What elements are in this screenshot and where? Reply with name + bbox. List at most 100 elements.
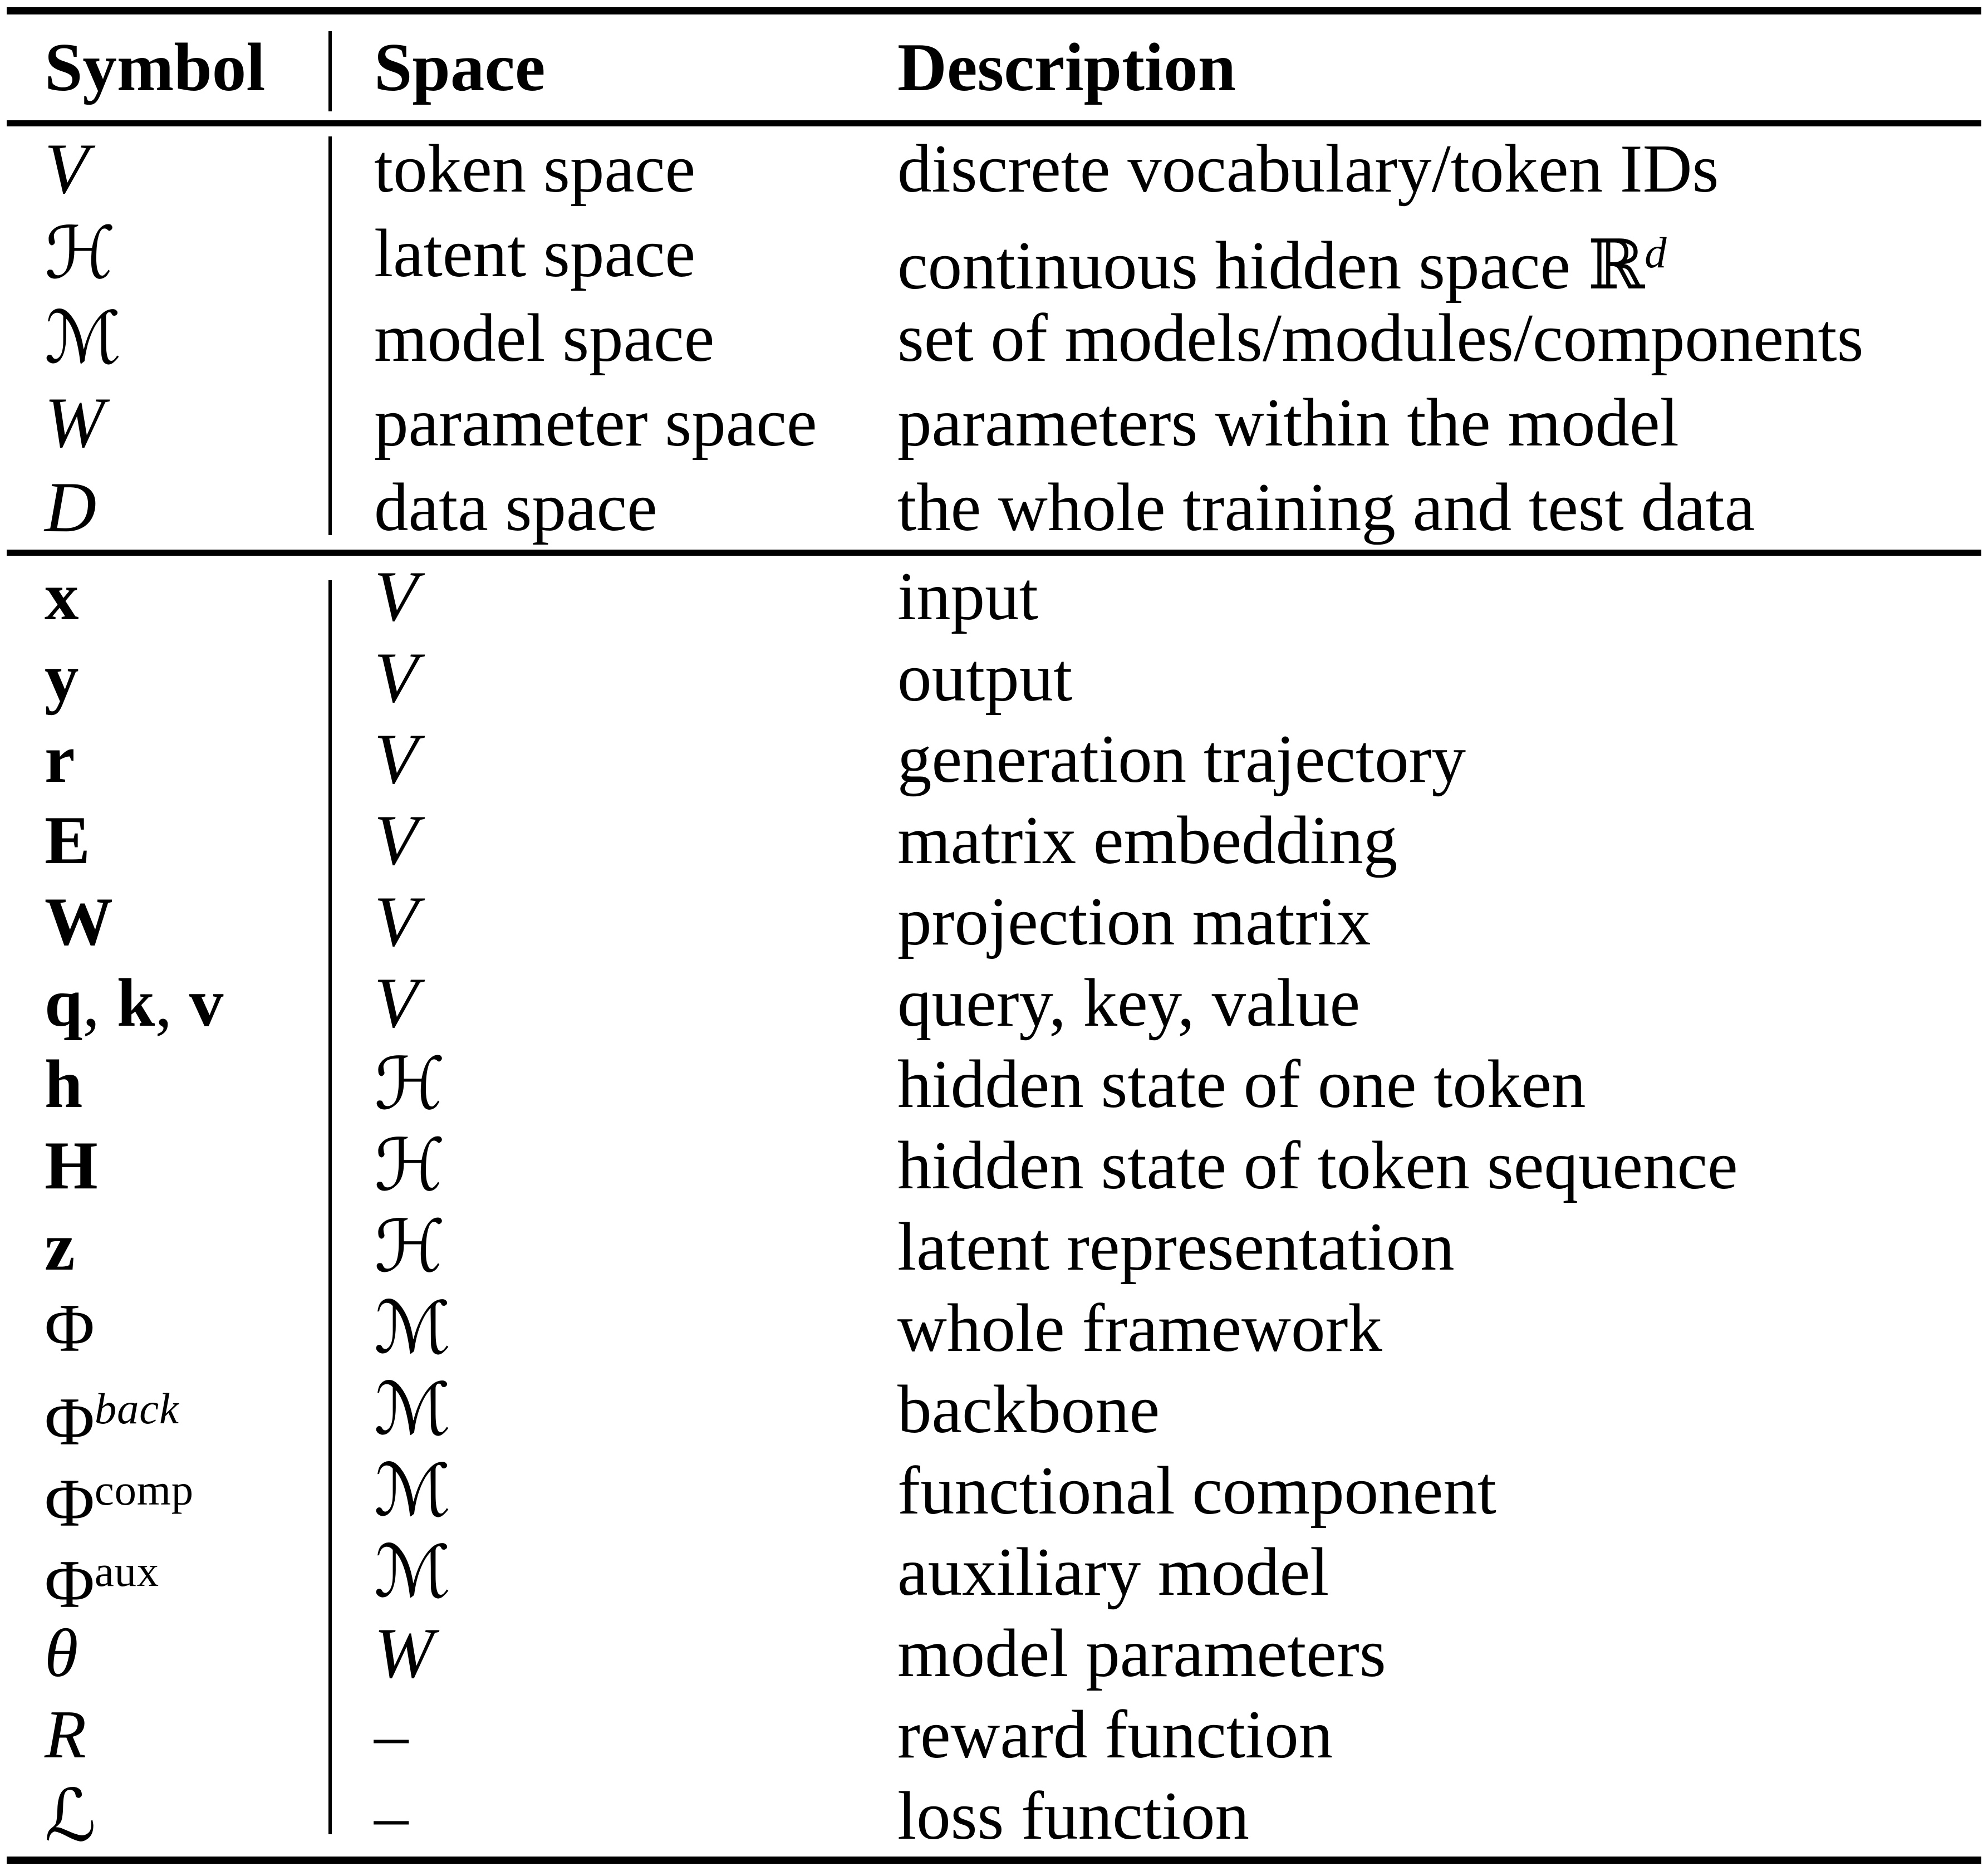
text-segment: functional component xyxy=(897,1452,1496,1529)
text-segment: q xyxy=(45,964,83,1041)
text-segment: x xyxy=(45,558,79,634)
text-segment: r xyxy=(45,721,75,797)
text-segment: back xyxy=(94,1385,179,1433)
table-row: Φcomp ℳ functional component xyxy=(0,1450,1988,1541)
symbol-cell: z xyxy=(0,1206,334,1289)
text-segment: set of models/modules/components xyxy=(897,300,1864,376)
space-cell: V xyxy=(334,800,857,882)
description-cell: parameters within the model xyxy=(857,380,1988,466)
text-segment: ℳ xyxy=(374,1286,451,1370)
table-row: z ℋ latent representation xyxy=(0,1206,1988,1287)
description-cell: set of models/modules/components xyxy=(857,296,1988,382)
symbol-cell: R xyxy=(0,1694,334,1775)
header-space: Space xyxy=(374,29,546,105)
description-cell: generation trajectory xyxy=(857,718,1988,801)
text-segment: latent representation xyxy=(897,1208,1455,1285)
table-header: Symbol Space Description xyxy=(0,14,1988,120)
symbol-cell: q, k, v xyxy=(0,962,334,1045)
table-row: h ℋ hidden state of one token xyxy=(0,1044,1988,1125)
table-row: D data space the whole training and test… xyxy=(0,465,1988,550)
description-cell: loss function xyxy=(857,1775,1988,1858)
description-cell: continuous hidden space ℝd xyxy=(857,211,1988,308)
description-cell: model parameters xyxy=(857,1613,1988,1695)
column-divider xyxy=(328,136,332,535)
table-row: x V input xyxy=(0,556,1988,637)
text-segment: discrete vocabulary/token IDs xyxy=(897,130,1719,207)
space-cell: ℳ xyxy=(334,1287,857,1370)
space-cell: ℋ xyxy=(334,1125,857,1208)
text-segment: V xyxy=(374,881,418,961)
table-row: q, k, v V query, key, value xyxy=(0,962,1988,1044)
column-divider xyxy=(328,31,332,111)
symbol-cell: Φ xyxy=(0,1287,334,1370)
text-segment: ℳ xyxy=(45,296,122,380)
space-cell: parameter space xyxy=(334,380,857,466)
text-segment: W xyxy=(45,383,105,462)
symbol-cell: V xyxy=(0,126,334,212)
text-segment: ℒ xyxy=(45,1774,96,1858)
text-segment: Φ xyxy=(45,1383,95,1459)
text-segment: d xyxy=(1645,229,1667,277)
text-segment: V xyxy=(45,129,89,208)
text-segment: data space xyxy=(374,469,657,545)
text-segment: V xyxy=(374,800,418,880)
space-cell: V xyxy=(334,962,857,1045)
text-segment: θ xyxy=(45,1615,78,1691)
text-segment: Φ xyxy=(45,1545,95,1622)
table-row: Φ ℳ whole framework xyxy=(0,1287,1988,1369)
symbol-cell: Φaux xyxy=(0,1531,334,1625)
text-segment: W xyxy=(45,883,113,959)
space-cell: ℋ xyxy=(334,1044,857,1126)
table-row: Φback ℳ backbone xyxy=(0,1368,1988,1459)
text-segment: model parameters xyxy=(897,1615,1386,1691)
space-cell: – xyxy=(334,1775,857,1858)
text-segment: D xyxy=(45,467,97,547)
symbol-cell: r xyxy=(0,718,334,801)
symbol-cell: θ xyxy=(0,1613,334,1695)
symbol-cell: E xyxy=(0,800,334,882)
text-segment: , xyxy=(82,964,117,1041)
space-cell: data space xyxy=(334,465,857,551)
symbol-cell: Φback xyxy=(0,1369,334,1462)
text-segment: query, key, value xyxy=(897,964,1361,1041)
description-cell: matrix embedding xyxy=(857,800,1988,882)
description-cell: latent representation xyxy=(857,1206,1988,1289)
table-row: W V projection matrix xyxy=(0,881,1988,962)
text-segment: token space xyxy=(374,130,696,207)
text-segment: ℳ xyxy=(374,1368,451,1451)
text-segment: H xyxy=(45,1127,98,1203)
text-segment: ℳ xyxy=(374,1449,451,1532)
table-row: Φaux ℳ auxiliary model xyxy=(0,1531,1988,1622)
text-segment: hidden state of token sequence xyxy=(897,1127,1738,1203)
description-cell: hidden state of token sequence xyxy=(857,1125,1988,1208)
section-symbols: x V input y V output r V generation traj… xyxy=(0,556,1988,1857)
table-row: y V output xyxy=(0,637,1988,718)
space-cell: V xyxy=(334,556,857,638)
symbol-cell: W xyxy=(0,881,334,963)
text-segment: latent space xyxy=(374,215,696,291)
symbol-cell: ℳ xyxy=(0,296,334,382)
text-segment: backbone xyxy=(897,1371,1160,1447)
text-segment: ℋ xyxy=(45,212,116,295)
symbol-cell: Φcomp xyxy=(0,1450,334,1544)
description-cell: query, key, value xyxy=(857,962,1988,1045)
symbol-cell: y xyxy=(0,637,334,719)
text-segment: Φ xyxy=(45,1464,95,1541)
text-segment: z xyxy=(45,1208,75,1285)
space-cell: – xyxy=(334,1694,857,1775)
header-separator-rule xyxy=(7,120,1981,126)
symbol-cell: D xyxy=(0,465,334,551)
text-segment: V xyxy=(374,963,418,1042)
space-cell: ℳ xyxy=(334,1531,857,1625)
space-cell: model space xyxy=(334,296,857,382)
text-segment: input xyxy=(897,558,1038,634)
table-row: ℳ model space set of models/modules/comp… xyxy=(0,296,1988,380)
table-row: H ℋ hidden state of token sequence xyxy=(0,1125,1988,1206)
text-segment: ℳ xyxy=(374,1530,451,1614)
table-row: R – reward function xyxy=(0,1694,1988,1775)
text-segment: matrix embedding xyxy=(897,802,1398,878)
text-segment: V xyxy=(374,719,418,799)
text-segment: W xyxy=(374,1613,434,1693)
space-cell: ℳ xyxy=(334,1450,857,1544)
